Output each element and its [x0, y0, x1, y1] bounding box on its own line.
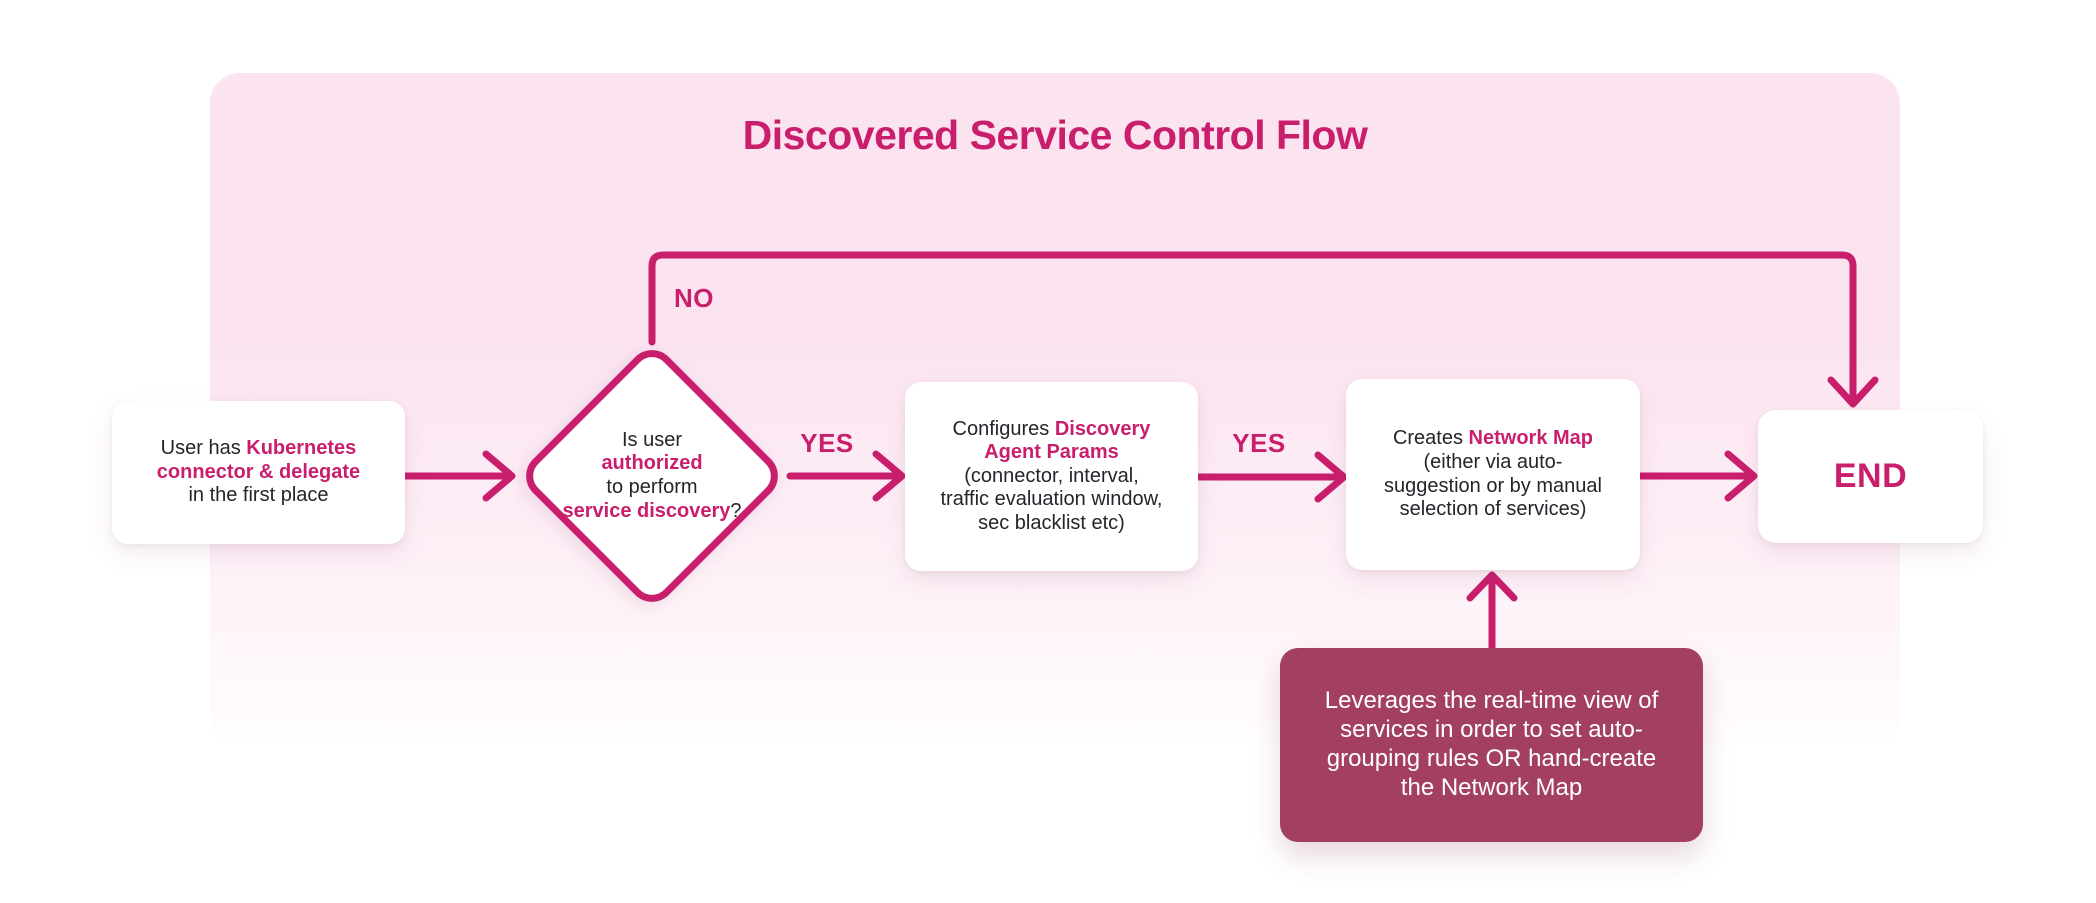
edge-label-no: NO: [674, 283, 714, 313]
node-decision-text-wrap: Is user authorized to perform service di…: [532, 380, 772, 572]
edge-label-yes-2: YES: [1232, 428, 1286, 458]
node-end-label: END: [1833, 457, 1908, 495]
node-configure-params-text: Configures Discovery Agent Params (conne…: [940, 417, 1163, 534]
node-create-network-map: Creates Network Map (either via auto- su…: [1346, 379, 1640, 570]
node-start-text: User has Kubernetes connector & delegate…: [156, 437, 361, 507]
note-text: Leverages the real-time view of services…: [1324, 687, 1659, 801]
note-leverages-realtime-view: Leverages the real-time view of services…: [1280, 648, 1703, 842]
edge-label-yes-1: YES: [800, 428, 854, 458]
node-end: END: [1758, 410, 1983, 543]
diagram-title: Discovered Service Control Flow: [742, 112, 1368, 158]
node-start: User has Kubernetes connector & delegate…: [112, 401, 405, 544]
node-decision-text: Is user authorized to perform service di…: [562, 428, 742, 522]
node-configure-params: Configures Discovery Agent Params (conne…: [905, 382, 1198, 571]
node-create-network-map-text: Creates Network Map (either via auto- su…: [1384, 427, 1602, 521]
